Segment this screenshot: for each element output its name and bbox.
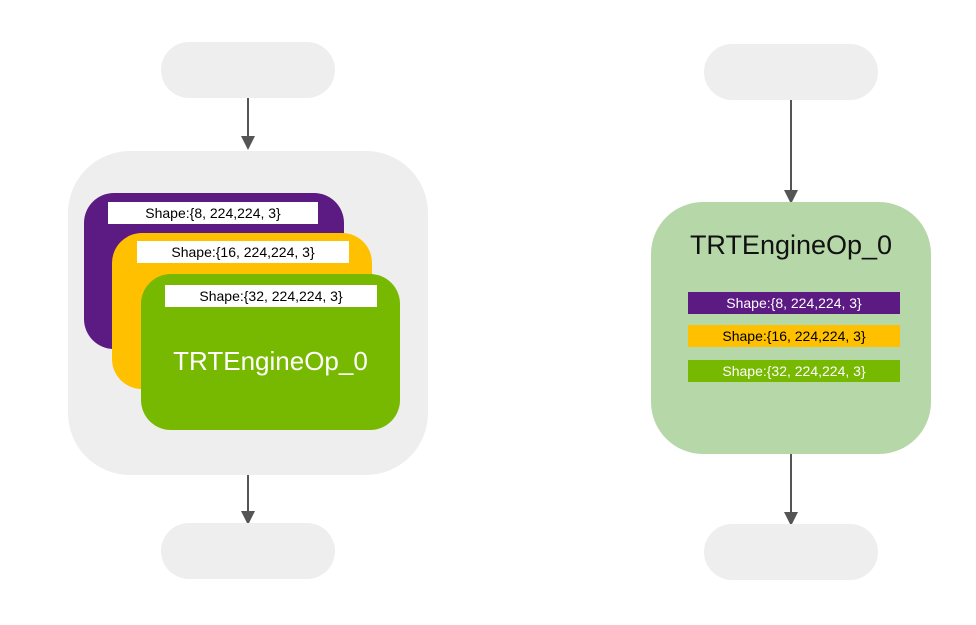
right-engine-title: TRTEngineOp_0 — [689, 230, 893, 260]
left-card-yellow-label: Shape:{16, 224,224, 3} — [137, 241, 349, 263]
right-output-node[interactable] — [704, 524, 878, 580]
right-bar-green: Shape:{32, 224,224, 3} — [688, 360, 900, 382]
right-input-node[interactable] — [704, 44, 878, 100]
left-output-node[interactable] — [161, 523, 335, 579]
left-card-purple-label: Shape:{8, 224,224, 3} — [108, 202, 318, 224]
left-input-node[interactable] — [161, 42, 335, 98]
left-bottom-arrow — [241, 475, 255, 525]
right-bar-yellow: Shape:{16, 224,224, 3} — [688, 325, 900, 347]
left-card-green-label: Shape:{32, 224,224, 3} — [165, 285, 377, 307]
left-top-arrow — [241, 98, 255, 150]
right-bottom-arrow — [784, 454, 798, 526]
left-engine-title: TRTEngineOp_0 — [173, 346, 368, 376]
right-top-arrow — [784, 100, 798, 204]
right-bar-purple: Shape:{8, 224,224, 3} — [688, 292, 900, 314]
